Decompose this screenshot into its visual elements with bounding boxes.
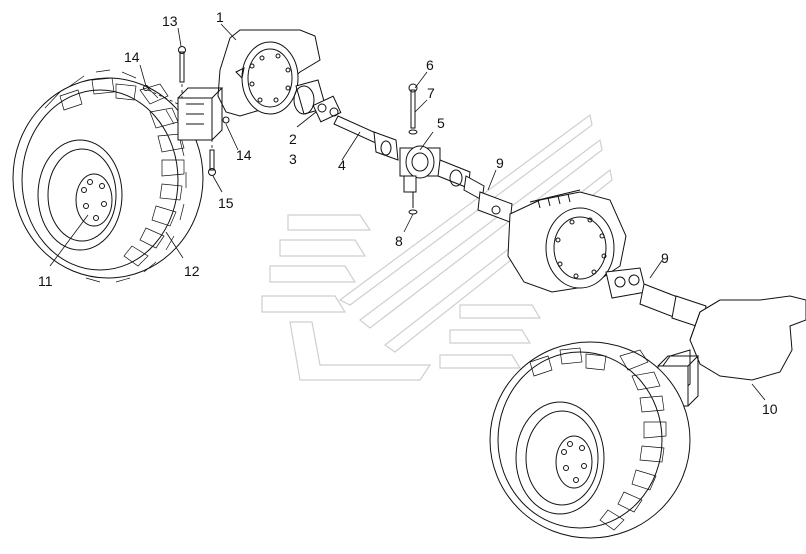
universal-joint-right [605, 267, 707, 329]
callout-11: 11 [38, 273, 53, 289]
callout-4: 4 [338, 157, 346, 173]
propeller-shaft-rear [463, 175, 513, 223]
callout-15: 15 [218, 195, 234, 211]
callout-6: 6 [426, 57, 434, 73]
callout-14-upper: 14 [124, 49, 140, 65]
callout-3: 3 [289, 151, 297, 167]
left-axle-bracket [177, 97, 213, 141]
left-wheel-assembly [12, 69, 204, 283]
left-wheel-hub [75, 173, 113, 227]
watermark-logo [261, 113, 613, 381]
callout-7: 7 [427, 85, 435, 101]
callout-10: 10 [762, 401, 778, 417]
fasteners [143, 46, 230, 176]
callout-1: 1 [216, 9, 224, 25]
callout-12: 12 [184, 263, 200, 279]
callout-13: 13 [162, 13, 178, 29]
callout-5: 5 [437, 115, 445, 131]
right-wheel-assembly [489, 341, 691, 539]
front-axle-housing [177, 29, 327, 141]
callout-9-lower: 9 [661, 250, 669, 266]
callout-8: 8 [395, 233, 403, 249]
rear-differential-housing [507, 189, 627, 293]
center-bearing-support [399, 83, 471, 215]
callout-leaders [49, 23, 766, 401]
universal-joint-left [312, 95, 342, 123]
callout-14-lower: 14 [236, 147, 252, 163]
drive-shaft [333, 115, 399, 161]
right-wheel-hub [555, 435, 593, 489]
callout-9-upper: 9 [496, 155, 504, 171]
callout-labels: 1 2 3 4 5 6 7 8 9 9 10 11 12 13 14 14 15 [38, 9, 778, 417]
callout-2: 2 [289, 131, 297, 147]
